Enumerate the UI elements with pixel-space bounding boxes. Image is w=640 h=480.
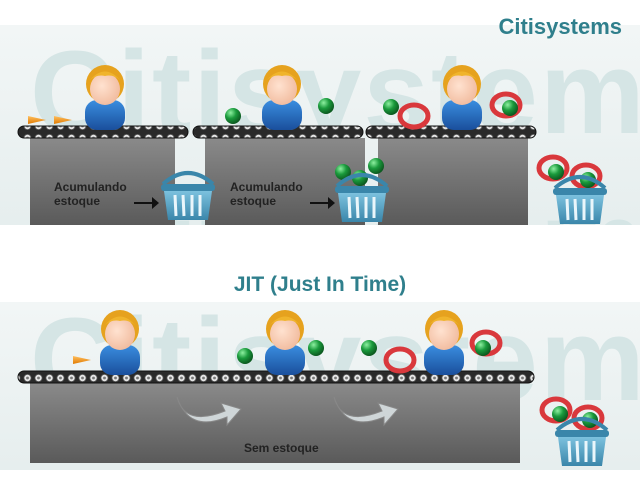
- stock-caption: Acumulando estoque: [230, 180, 303, 208]
- green-ball-icon: [225, 108, 241, 124]
- cone-icon: [54, 116, 72, 124]
- no-stock-caption: Sem estoque: [244, 441, 319, 455]
- worker-icon: [424, 310, 464, 375]
- worker-icon: [262, 65, 302, 130]
- worker-icon: [265, 310, 305, 375]
- stock-caption-line2: estoque: [54, 194, 101, 208]
- stock-caption-line2: estoque: [230, 194, 277, 208]
- workstation-table: [205, 138, 365, 225]
- green-ball-icon: [361, 340, 377, 356]
- workstation-table: [378, 138, 528, 225]
- basket-icon: [159, 171, 217, 222]
- red-ring-icon: [386, 349, 414, 371]
- stock-caption-line1: Acumulando: [54, 180, 127, 194]
- workstation-table: [30, 383, 520, 463]
- arrow-icon: [134, 197, 159, 209]
- green-ball-icon: [383, 99, 399, 115]
- green-ball-icon: [552, 406, 568, 422]
- red-ring-icon: [400, 105, 428, 127]
- worker-icon: [442, 65, 482, 130]
- green-ball-icon: [475, 340, 491, 356]
- stock-caption-line1: Acumulando: [230, 180, 303, 194]
- green-ball-icon: [548, 164, 564, 180]
- green-ball-icon: [308, 340, 324, 356]
- green-ball-icon: [237, 348, 253, 364]
- cone-icon: [73, 356, 91, 364]
- brand-logo: Citisystems: [498, 14, 622, 39]
- green-ball-icon: [318, 98, 334, 114]
- worker-icon: [100, 310, 140, 375]
- worker-icon: [85, 65, 125, 130]
- green-ball-icon: [368, 158, 384, 174]
- page-title: JIT (Just In Time): [233, 273, 407, 296]
- workstation-table: [30, 138, 175, 225]
- arrow-icon: [310, 197, 335, 209]
- stock-caption: Acumulando estoque: [54, 180, 127, 208]
- green-ball-icon: [502, 100, 518, 116]
- cone-icon: [28, 116, 46, 124]
